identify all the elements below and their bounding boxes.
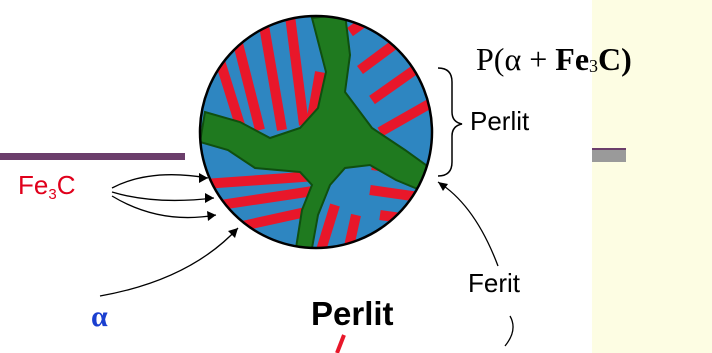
ferit-arrow-tail [505, 316, 513, 346]
perlit-bottom-label: Perlit [311, 295, 394, 333]
fe3c-label-sub: 3 [48, 186, 56, 203]
cementite-lamella [380, 215, 430, 222]
fe3c-label-tail: C [57, 170, 76, 200]
perlit-side-label: Perlit [470, 106, 529, 137]
perlit-bracket [438, 68, 462, 176]
ferit-arrow [438, 182, 498, 266]
arrowhead [438, 182, 448, 191]
arrowhead [205, 193, 214, 203]
alpha-arrow [100, 228, 238, 296]
red-pointer-line [337, 335, 344, 353]
arrowhead [207, 211, 216, 221]
fe3c-label: Fe3C [18, 170, 75, 203]
formula-sub: 3 [589, 56, 598, 76]
fe3c-label-main: Fe [18, 170, 48, 200]
ferit-label: Ferit [468, 268, 520, 299]
fe3c-arrow [112, 192, 214, 200]
fe3c-arrow [112, 175, 208, 188]
perlit-formula: P(α + Fe3C) [476, 41, 632, 78]
formula-prefix: P(α + [476, 41, 555, 77]
formula-c: C) [598, 41, 632, 77]
alpha-label: α [91, 300, 108, 334]
cementite-lamella [350, 0, 395, 32]
perlit-grain-circle [190, 0, 445, 260]
formula-fe: Fe [555, 41, 589, 77]
arrowhead [199, 173, 208, 183]
